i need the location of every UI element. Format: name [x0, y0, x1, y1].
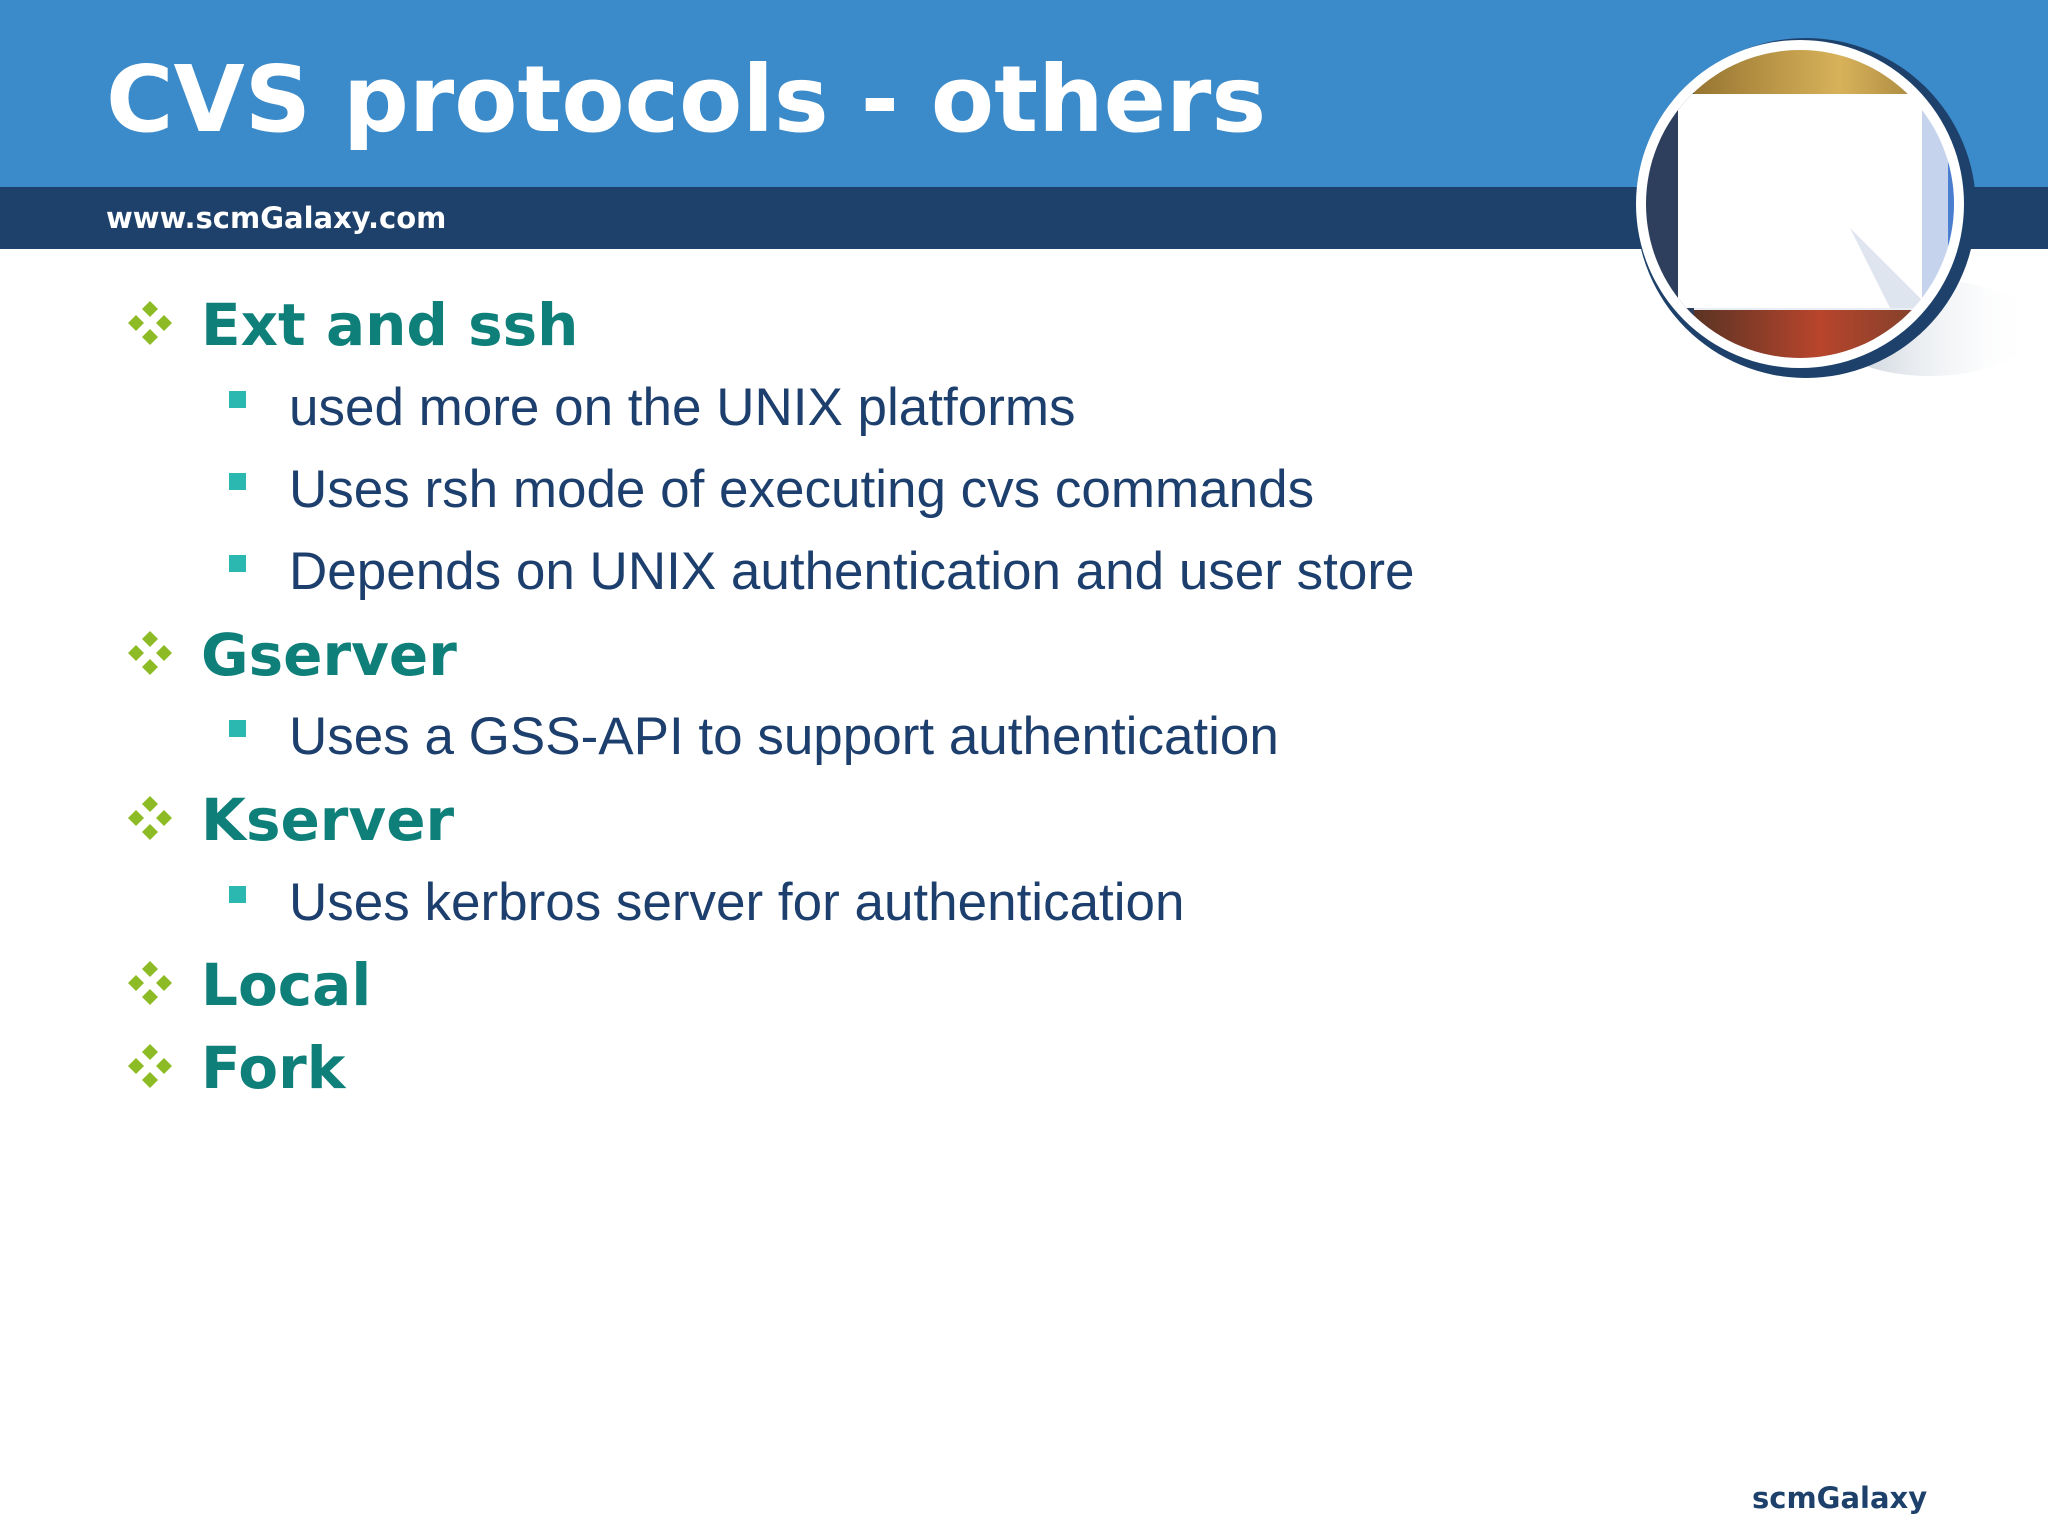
- bullet-item: Kserver: [122, 780, 454, 860]
- bullet-heading: Ext and ssh: [201, 291, 579, 359]
- sub-bullet-item: Uses kerbros server for authentication: [229, 863, 1185, 943]
- slide-title: CVS protocols - others: [106, 46, 1267, 153]
- sub-bullet-text: used more on the UNIX platforms: [289, 378, 1076, 437]
- sub-bullet-item: Depends on UNIX authentication and user …: [229, 532, 1414, 612]
- square-bullet-icon: [229, 390, 246, 408]
- bullet-item: Ext and ssh: [122, 285, 578, 365]
- square-bullet-icon: [229, 554, 246, 572]
- bullet-heading: Fork: [201, 1034, 346, 1102]
- sub-bullet-item: Uses rsh mode of executing cvs commands: [229, 450, 1314, 530]
- square-bullet-icon: [229, 885, 246, 903]
- sub-bullet-item: used more on the UNIX platforms: [229, 368, 1076, 448]
- bullet-heading: Local: [201, 951, 372, 1019]
- sub-bullet-text: Depends on UNIX authentication and user …: [289, 542, 1415, 601]
- four-diamond-bullet-icon: [128, 301, 172, 345]
- four-diamond-bullet-icon: [128, 631, 172, 675]
- bullet-heading: Gserver: [201, 621, 457, 689]
- four-diamond-bullet-icon: [128, 796, 172, 840]
- website-url: www.scmGalaxy.com: [106, 201, 447, 235]
- sub-bullet-text: Uses a GSS-API to support authentication: [289, 707, 1279, 766]
- bullet-item: Gserver: [122, 615, 457, 695]
- circular-photo-icon: [1636, 38, 2035, 378]
- square-bullet-icon: [229, 719, 246, 737]
- four-diamond-bullet-icon: [128, 1044, 172, 1088]
- footer-brand: scmGalaxy: [1752, 1481, 1928, 1515]
- bullet-heading: Kserver: [201, 786, 455, 854]
- square-bullet-icon: [229, 472, 246, 490]
- sub-bullet-item: Uses a GSS-API to support authentication: [229, 697, 1279, 777]
- bullet-item: Fork: [122, 1028, 345, 1108]
- bullet-item: Local: [122, 945, 371, 1025]
- sub-bullet-text: Uses rsh mode of executing cvs commands: [289, 460, 1315, 519]
- sub-bullet-text: Uses kerbros server for authentication: [289, 873, 1185, 932]
- four-diamond-bullet-icon: [128, 961, 172, 1005]
